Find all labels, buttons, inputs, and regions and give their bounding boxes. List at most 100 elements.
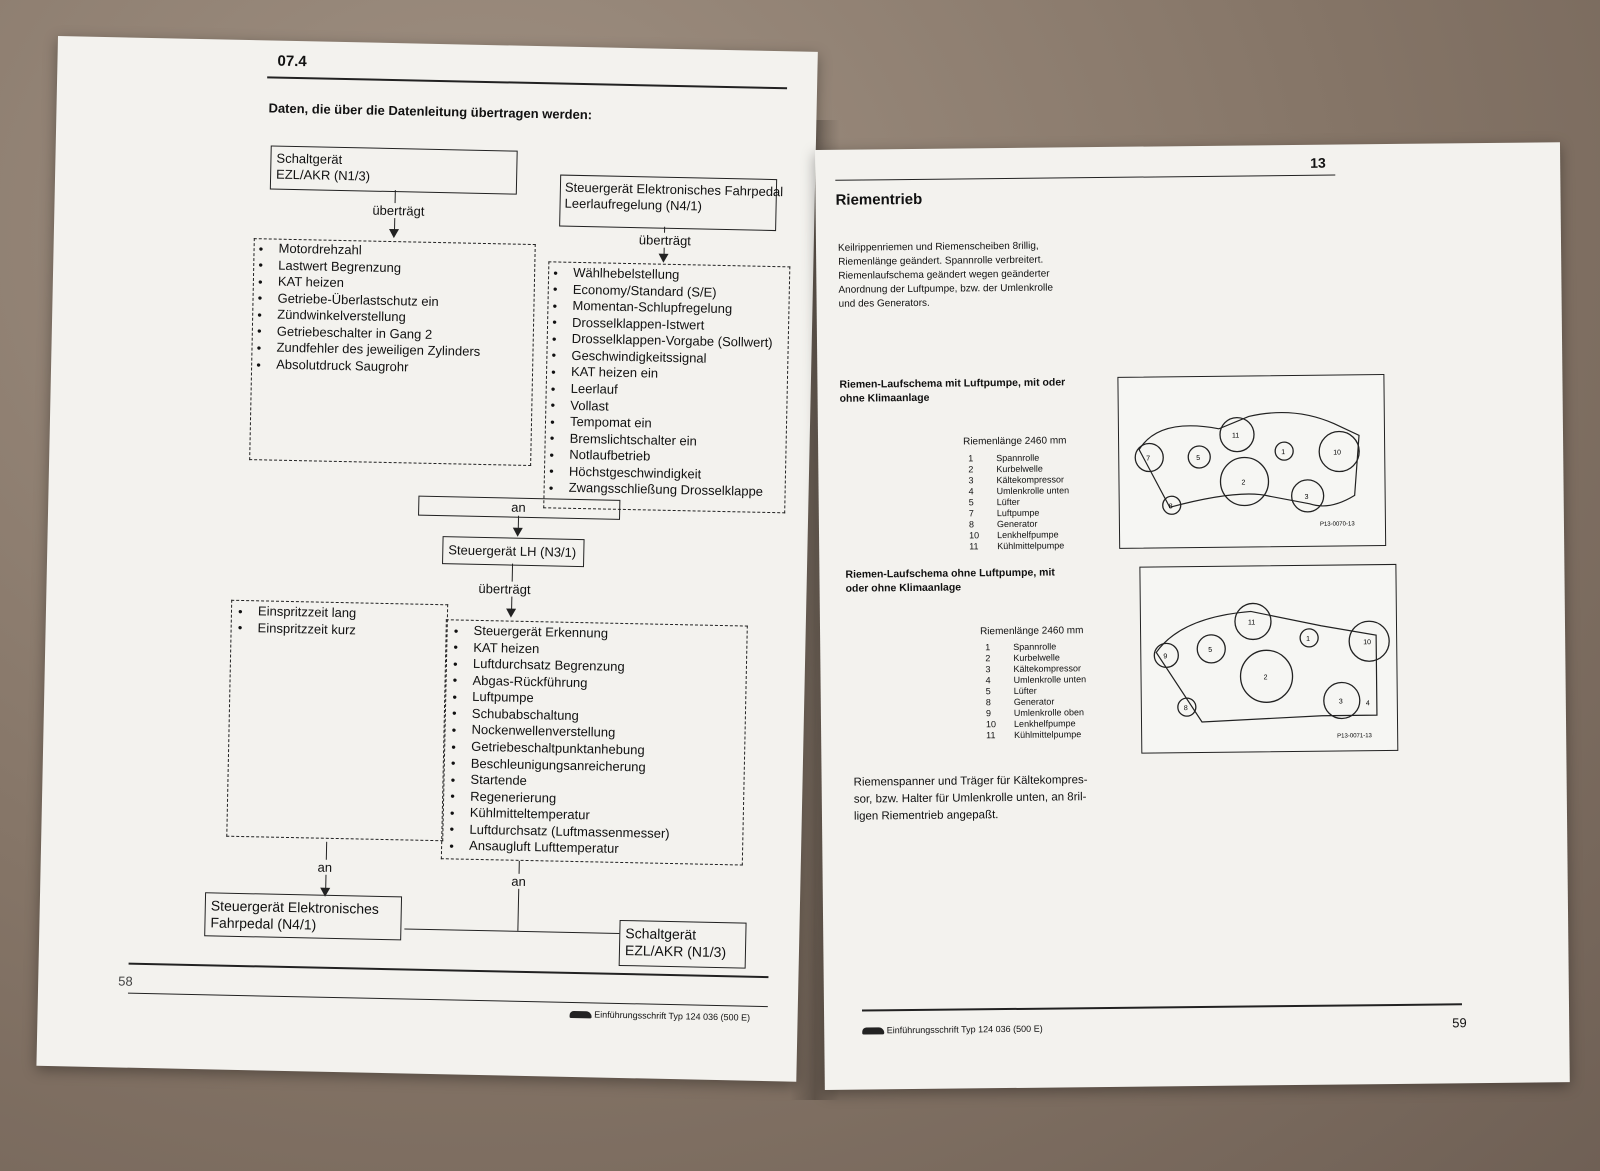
fig2-pulley-label: 10 bbox=[1363, 639, 1371, 646]
box-ezl-akr-bottom: Schaltgerät EZL/AKR (N1/3) bbox=[618, 919, 747, 969]
left-page: 07.4 Daten, die über die Datenleitung üb… bbox=[36, 36, 818, 1082]
footer-text: Einführungsschrift Typ 124 036 (500 E) bbox=[862, 1024, 1043, 1036]
fig1-pulley-5 bbox=[1187, 445, 1211, 469]
fig1-code: P13-0070-13 bbox=[1320, 521, 1355, 527]
fig2-pulley-label: 11 bbox=[1248, 619, 1255, 626]
legend-label: Lüfter bbox=[1013, 685, 1037, 696]
fig1-title-line: ohne Klimaanlage bbox=[839, 391, 930, 405]
fig1-pulley-11 bbox=[1219, 416, 1255, 453]
fig2-pulley-label: 8 bbox=[1184, 705, 1188, 712]
fig1-pulley-label: 5 bbox=[1196, 455, 1200, 462]
footer-label: Einführungsschrift Typ 124 036 (500 E) bbox=[886, 1023, 1043, 1036]
intro-line: und des Generators. bbox=[838, 297, 930, 310]
box-line: EZL/AKR (N1/3) bbox=[275, 166, 371, 184]
legend-label: Kältekompressor bbox=[1013, 663, 1082, 674]
list-item: Einspritzzeit kurz bbox=[237, 619, 357, 638]
fig1-title: Riemen-Laufschema mit Luftpumpe, mit ode… bbox=[839, 375, 1065, 405]
fig2-title: Riemen-Laufschema ohne Luftpumpe, mit od… bbox=[845, 566, 1055, 596]
connector bbox=[404, 928, 620, 935]
arrow-down-icon bbox=[512, 527, 523, 537]
car-icon bbox=[569, 1011, 592, 1019]
list-to-ezl: Steuergerät ErkennungKAT heizenLuftdurch… bbox=[449, 622, 674, 858]
fig1-pulley-label: 1 bbox=[1281, 449, 1285, 456]
legend-label: Kühlmittelpumpe bbox=[997, 540, 1065, 552]
header-rule bbox=[835, 174, 1336, 182]
legend-label: Umlenkrolle unten bbox=[996, 485, 1070, 497]
legend-number: 4 bbox=[985, 675, 991, 686]
legend-label: Spannrolle bbox=[1013, 641, 1057, 652]
footer-label: Einführungsschrift Typ 124 036 (500 E) bbox=[594, 1009, 751, 1023]
box-line: Schaltgerät bbox=[625, 925, 697, 943]
closing-text: Riemenspanner und Träger für Kältekompre… bbox=[854, 772, 1088, 825]
legend-number: 5 bbox=[968, 497, 974, 508]
fig2-pulley-label: 3 bbox=[1339, 699, 1343, 706]
label-an: an bbox=[511, 499, 526, 515]
fig2-pulley-3 bbox=[1323, 681, 1361, 720]
fig1-pulley-3 bbox=[1290, 479, 1325, 513]
legend-label: Luftpumpe bbox=[996, 507, 1040, 519]
label-uebertraegt: überträgt bbox=[372, 202, 425, 219]
legend-number: 1 bbox=[968, 453, 974, 464]
fig1-belt-length: Riemenlänge 2460 mm bbox=[963, 435, 1067, 448]
fig1-pulley-7 bbox=[1134, 442, 1164, 473]
box-pedal-top: Steuergerät Elektronisches Fahrpedal Lee… bbox=[559, 174, 783, 232]
car-icon bbox=[862, 1027, 885, 1035]
legend-label: Kurbelwelle bbox=[996, 463, 1043, 475]
box-line: Steuergerät LH (N3/1) bbox=[448, 542, 577, 560]
box-line: Schaltgerät bbox=[276, 150, 343, 167]
legend-item: 4 Umlenkrolle unten bbox=[969, 485, 1070, 497]
connector bbox=[517, 860, 521, 931]
legend-label: Lenkhelfpumpe bbox=[996, 529, 1059, 541]
fig1-belt-path bbox=[1138, 411, 1360, 509]
box-line: EZL/AKR (N1/3) bbox=[624, 942, 727, 961]
box-lh: Steuergerät LH (N3/1) bbox=[442, 536, 585, 568]
page-number: 59 bbox=[1452, 1015, 1467, 1031]
fig2-pulley-1 bbox=[1299, 628, 1319, 648]
list-item: Einspritzzeit lang bbox=[238, 603, 357, 622]
fig1-pulley-label: 7 bbox=[1146, 456, 1150, 463]
box-ezl-akr-top: Schaltgerät EZL/AKR (N1/3) bbox=[269, 145, 518, 195]
legend-number: 9 bbox=[985, 708, 991, 719]
legend-label: Generator bbox=[1013, 696, 1055, 707]
list-pedal-data: WählhebelstellungEconomy/Standard (S/E)M… bbox=[548, 264, 774, 500]
right-page: 13 Riementrieb Keilrippenriemen und Riem… bbox=[815, 142, 1570, 1090]
legend-label: Lüfter bbox=[996, 496, 1020, 508]
fig2-belt-length: Riemenlänge 2460 mm bbox=[979, 625, 1084, 638]
legend-number: 3 bbox=[985, 664, 991, 675]
legend-number: 11 bbox=[969, 541, 979, 552]
fig2-pulley-8 bbox=[1177, 697, 1197, 717]
legend-label: Spannrolle bbox=[996, 452, 1040, 464]
fig1-pulley-label: 8 bbox=[1169, 503, 1173, 510]
legend-number: 8 bbox=[985, 697, 991, 708]
box-line: Fahrpedal (N4/1) bbox=[210, 914, 317, 933]
legend-number: 1 bbox=[985, 642, 991, 653]
list-to-pedal: Einspritzzeit langEinspritzzeit kurz bbox=[237, 603, 357, 639]
footer-rule-2 bbox=[127, 992, 768, 1008]
fig1-belt-drawing: 7 5 11 1 10 2 3 8 P13-0070-13 bbox=[1134, 411, 1360, 528]
header-rule bbox=[267, 76, 788, 90]
footer-text: Einführungsschrift Typ 124 036 (500 E) bbox=[569, 1009, 751, 1023]
fig1-pulley-label: 2 bbox=[1241, 480, 1245, 487]
legend-label: Umlenkrolle oben bbox=[1013, 707, 1085, 718]
label-an: an bbox=[511, 873, 527, 889]
fig2-belt-path bbox=[1155, 610, 1378, 723]
label-uebertraegt: überträgt bbox=[478, 580, 531, 598]
fig2-pulley-label: 2 bbox=[1264, 674, 1268, 681]
fig1-diagram: 7 5 11 1 10 2 3 8 P13-0070-13 bbox=[1117, 374, 1387, 549]
page-number: 58 bbox=[118, 973, 133, 989]
fig2-diagram: 9 5 11 1 10 2 3 8 4 P13-0071-13 bbox=[1139, 563, 1399, 754]
box-pedal-bottom: Steuergerät Elektronisches Fahrpedal (N4… bbox=[204, 892, 403, 941]
label-an: an bbox=[317, 859, 333, 875]
footer-rule bbox=[862, 1003, 1462, 1012]
fig2-pulley-label: 1 bbox=[1306, 636, 1310, 643]
section-number: 13 bbox=[1310, 154, 1326, 171]
legend-label: Kältekompressor bbox=[996, 474, 1065, 486]
legend-label: Lenkhelfpumpe bbox=[1013, 718, 1076, 729]
legend-number: 4 bbox=[968, 486, 974, 497]
fig2-pulley-10 bbox=[1348, 620, 1390, 662]
